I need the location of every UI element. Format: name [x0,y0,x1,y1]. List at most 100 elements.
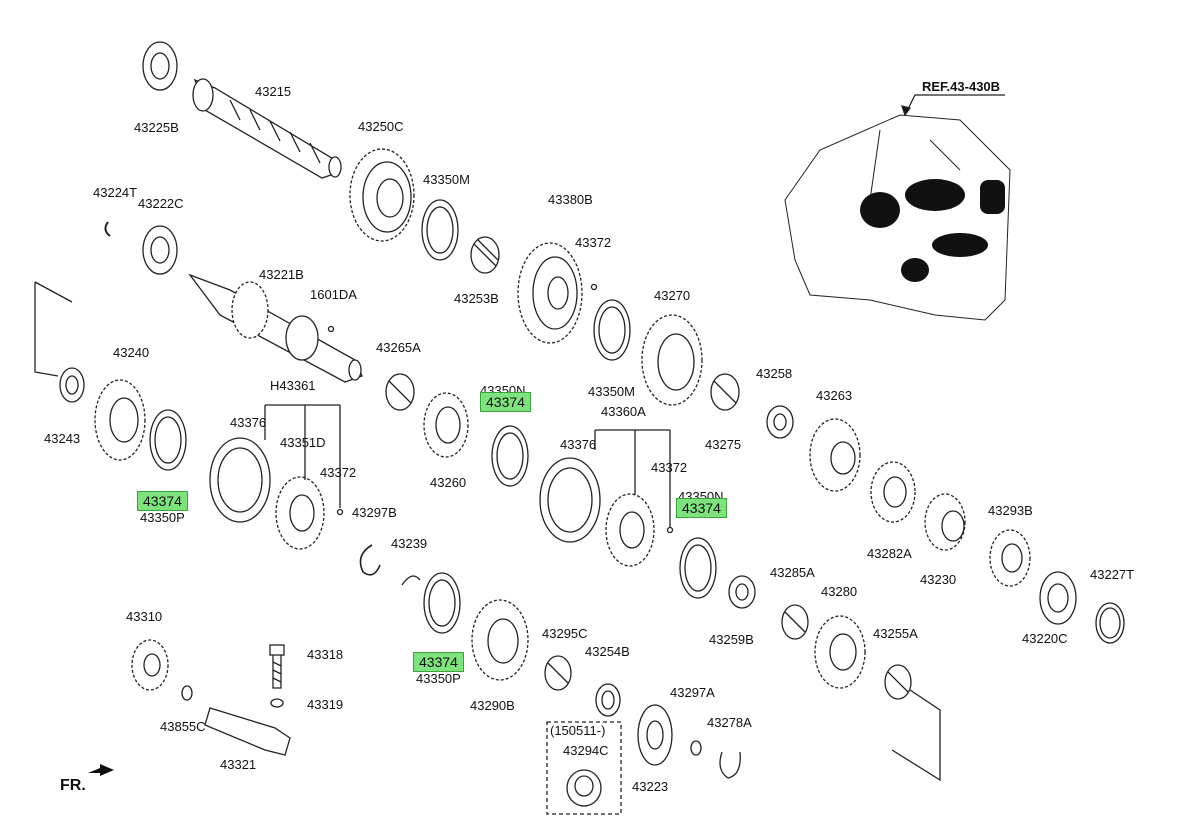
ring-43350m-upper [421,199,459,261]
needle-bearing-43295c [544,655,572,691]
part-label: 43259B [709,632,754,647]
ring-43350m-lower [593,299,631,361]
gear-43282a [870,461,916,523]
part-label: 43360A [601,404,646,419]
gear-43293b [989,529,1031,587]
part-label: 43297A [670,685,715,700]
bearing-43243 [59,367,85,403]
part-label: 43282A [867,546,912,561]
gear-43310 [131,639,169,691]
part-label: 43280 [821,584,858,599]
part-label: 43265A [376,340,421,355]
fr-arrow [88,764,114,776]
part-label: 1601DA [310,287,357,302]
part-label: 43260 [430,475,467,490]
bearing-43222c [142,225,178,275]
part-label: 43372 [575,235,612,250]
part-label: 43351D [280,435,326,450]
part-label: 43275 [705,437,742,452]
part-label: 43318 [307,647,344,662]
part-label: 43270 [654,288,691,303]
part-label: 43321 [220,757,257,772]
direction-mark: FR. [60,777,86,794]
highlight-badge-43374[interactable]: 43374 [480,392,531,412]
housing-shafts [860,179,1005,282]
circlip-43297b [359,544,381,576]
part-label: 43250C [358,119,404,134]
note-box [546,721,622,815]
part-label: H43361 [270,378,316,393]
shaft-43221b [188,273,363,383]
part-label: 43297B [352,505,397,520]
part-label: 43290B [470,698,515,713]
bushing-43294c [566,769,602,807]
highlight-badge-43374[interactable]: 43374 [413,652,464,672]
part-label: 43372 [651,460,688,475]
gear-43240 [94,379,146,461]
bearing-43223 [637,704,673,766]
part-label: 43293B [988,503,1033,518]
part-label: 43223 [632,779,669,794]
part-label: 43310 [126,609,163,624]
needle-bearing-43265a [385,373,415,411]
ring-43297a [690,740,702,756]
part-label: 43855C [160,719,206,734]
part-label: 43350P [416,671,461,686]
ring-43374-left [149,409,187,471]
clip-43239 [401,575,421,586]
part-label: 43278A [707,715,752,730]
snap-ring-43278a [719,751,741,779]
highlight-badge-43374[interactable]: 43374 [137,491,188,511]
part-label: 43230 [920,572,957,587]
ring-43374-right [679,537,717,599]
part-label: 43350M [588,384,635,399]
part-label: 43253B [454,291,499,306]
gear-43263 [809,418,861,492]
shaft-43321 [204,707,291,756]
needle-bearing-43255a [884,664,912,700]
highlight-badge-43374[interactable]: 43374 [676,498,727,518]
part-label: 43239 [391,536,428,551]
ref-leader [904,94,1005,116]
gear-43280 [814,615,866,689]
part-label: 43227T [1090,567,1135,582]
note-box-text: (150511-) [550,723,606,738]
washer-43254b [595,683,621,717]
part-label: 43372 [320,465,357,480]
part-label: 43243 [44,431,81,446]
shaft-43215 [192,78,342,179]
oring-43855c [181,685,193,701]
part-label: 43376 [230,415,267,430]
ring-43374-mid [491,425,529,487]
needle-bearing-43275 [710,373,740,411]
part-label: 43258 [756,366,793,381]
part-label: 43225B [134,120,179,135]
part-label: 43215 [255,84,292,99]
part-label: 43221B [259,267,304,282]
gear-43230 [924,493,966,551]
part-label: 43263 [816,388,853,403]
hub-43380b [517,242,583,344]
gear-43260 [423,392,469,458]
gear-43250c [349,148,415,242]
part-label: 43254B [585,644,630,659]
part-label: 43222C [138,196,184,211]
part-label: 43319 [307,697,344,712]
part-label: 43295C [542,626,588,641]
gear-43270 [641,314,703,406]
sleeve-43376-mid [539,457,601,543]
part-label: 43224T [93,185,138,200]
reference-label: REF.43-430B [922,79,1001,94]
hub-43360a [605,493,655,567]
needle-bearing-43285a [781,604,809,640]
bushing-43258 [766,405,794,439]
needle-bearing-43253b [470,236,500,274]
gear-43290b [471,599,529,681]
bearing-43225b [142,41,178,91]
bushing-43259b [728,575,756,609]
part-label: 43376 [560,437,597,452]
part-label: 43294C [563,743,609,758]
sleeve-43376-left [209,437,271,523]
part-label: 43350M [423,172,470,187]
